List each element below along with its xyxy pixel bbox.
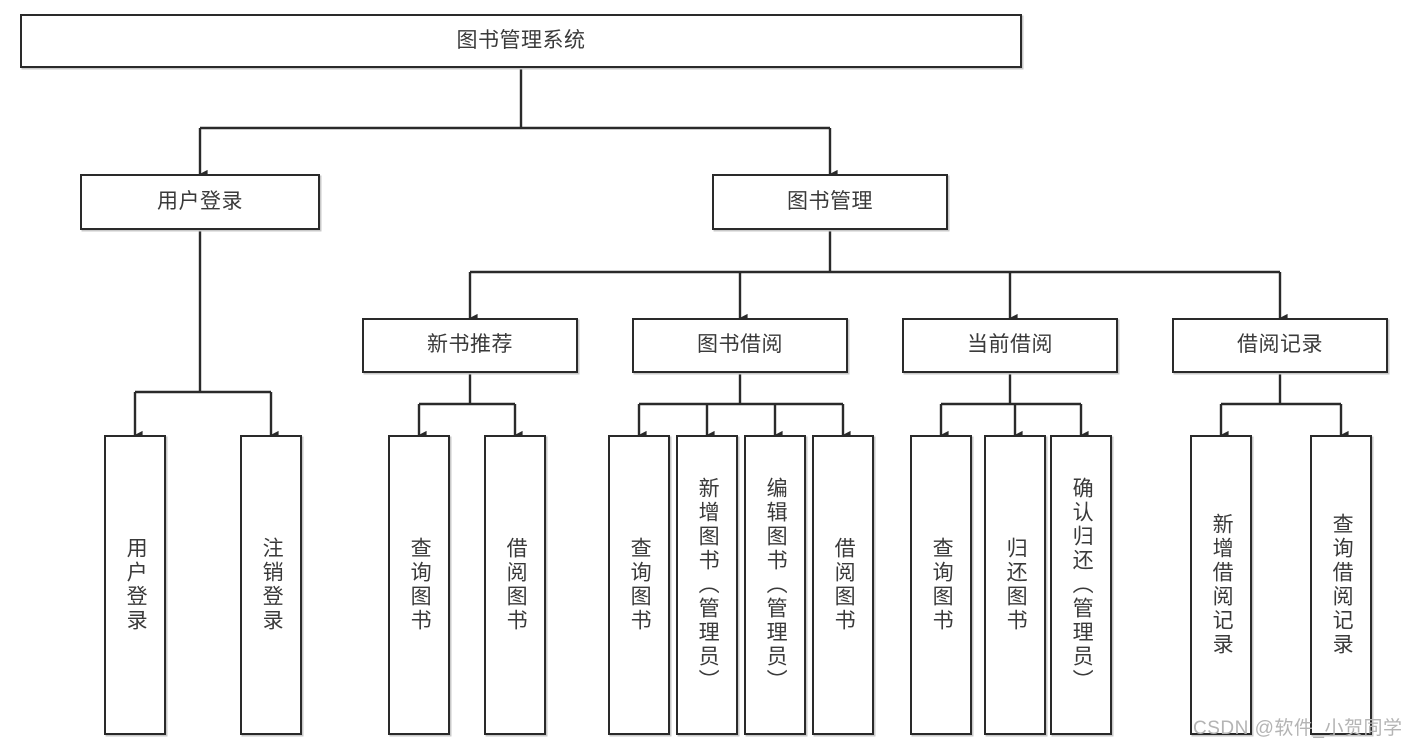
node-label-leaf-edit-book: 编辑图书（管理员） bbox=[764, 477, 788, 693]
connectors-group bbox=[133, 68, 1349, 440]
node-leaf-return-book[interactable]: 归还图书 bbox=[984, 435, 1046, 735]
node-label-leaf-query-book-3: 查询图书 bbox=[930, 537, 954, 633]
node-label-new-book-rec: 新书推荐 bbox=[427, 333, 513, 357]
node-label-leaf-confirm-return: 确认归还（管理员） bbox=[1070, 477, 1094, 693]
node-leaf-user-login[interactable]: 用户登录 bbox=[104, 435, 166, 735]
node-leaf-user-logout[interactable]: 注销登录 bbox=[240, 435, 302, 735]
node-user-login[interactable]: 用户登录 bbox=[80, 174, 320, 230]
node-label-leaf-query-book-1: 查询图书 bbox=[408, 537, 432, 633]
node-label-leaf-user-login: 用户登录 bbox=[124, 537, 148, 633]
node-new-book-rec[interactable]: 新书推荐 bbox=[362, 318, 578, 373]
node-root[interactable]: 图书管理系统 bbox=[20, 14, 1022, 68]
node-label-root: 图书管理系统 bbox=[456, 28, 586, 52]
node-label-leaf-add-record: 新增借阅记录 bbox=[1210, 513, 1234, 657]
node-leaf-query-book-2[interactable]: 查询图书 bbox=[608, 435, 670, 735]
node-leaf-query-book-1[interactable]: 查询图书 bbox=[388, 435, 450, 735]
node-label-borrow-record: 借阅记录 bbox=[1237, 333, 1323, 357]
csdn-watermark: CSDN @软件_小贺同学 bbox=[1193, 718, 1403, 739]
node-leaf-query-record[interactable]: 查询借阅记录 bbox=[1310, 435, 1372, 735]
node-leaf-confirm-return[interactable]: 确认归还（管理员） bbox=[1050, 435, 1112, 735]
node-book-borrow[interactable]: 图书借阅 bbox=[632, 318, 848, 373]
node-label-book-borrow: 图书借阅 bbox=[697, 333, 783, 357]
node-label-leaf-query-record: 查询借阅记录 bbox=[1330, 513, 1354, 657]
node-current-borrow[interactable]: 当前借阅 bbox=[902, 318, 1118, 373]
node-label-current-borrow: 当前借阅 bbox=[967, 333, 1053, 357]
node-leaf-query-book-3[interactable]: 查询图书 bbox=[910, 435, 972, 735]
node-leaf-edit-book[interactable]: 编辑图书（管理员） bbox=[744, 435, 806, 735]
node-leaf-add-book[interactable]: 新增图书（管理员） bbox=[676, 435, 738, 735]
node-label-leaf-user-logout: 注销登录 bbox=[260, 537, 284, 633]
node-label-leaf-add-book: 新增图书（管理员） bbox=[696, 477, 720, 693]
node-label-leaf-query-book-2: 查询图书 bbox=[628, 537, 652, 633]
node-borrow-record[interactable]: 借阅记录 bbox=[1172, 318, 1388, 373]
node-label-user-login: 用户登录 bbox=[157, 189, 243, 213]
node-leaf-borrow-book-1[interactable]: 借阅图书 bbox=[484, 435, 546, 735]
node-label-leaf-return-book: 归还图书 bbox=[1004, 537, 1028, 633]
node-book-manage[interactable]: 图书管理 bbox=[712, 174, 948, 230]
node-label-leaf-borrow-book-1: 借阅图书 bbox=[504, 537, 528, 633]
node-label-leaf-borrow-book-2: 借阅图书 bbox=[832, 537, 856, 633]
node-label-book-manage: 图书管理 bbox=[787, 189, 873, 213]
node-leaf-add-record[interactable]: 新增借阅记录 bbox=[1190, 435, 1252, 735]
node-leaf-borrow-book-2[interactable]: 借阅图书 bbox=[812, 435, 874, 735]
